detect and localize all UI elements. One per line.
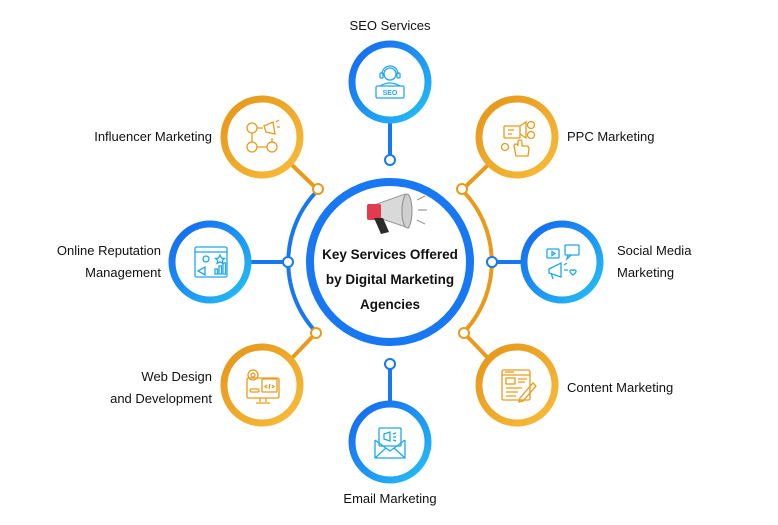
- label-social-line-2: Marketing: [617, 265, 675, 280]
- center-title-line-2: by Digital Marketing: [325, 272, 455, 287]
- label-web: Web Design and Development: [110, 366, 212, 410]
- center-ring: [306, 178, 474, 346]
- label-ppc-line-1: PPC Marketing: [567, 129, 655, 144]
- content-writing-icon: [501, 369, 537, 403]
- service-content: [475, 343, 559, 427]
- junction-nodes: [282, 154, 498, 370]
- megaphone-icon: [367, 193, 427, 234]
- social-media-icon: [546, 244, 580, 280]
- label-social-line-1: Social Media: [617, 243, 692, 258]
- center-title: Key Services Offered by Digital Marketin…: [310, 242, 470, 317]
- label-reputation-line-1: Online Reputation: [56, 243, 161, 258]
- center-title-line-3: Agencies: [359, 297, 421, 312]
- node-seo: [384, 154, 396, 166]
- label-reputation-line-2: Management: [85, 265, 161, 280]
- service-seo: SEO: [348, 40, 432, 124]
- email-megaphone-icon: [374, 427, 406, 459]
- label-email-line-1: Email Marketing: [343, 491, 437, 506]
- node-social: [486, 256, 498, 268]
- label-seo-line-1: SEO Services: [349, 18, 431, 33]
- seo-badge: SEO: [383, 90, 398, 97]
- service-ppc: [475, 95, 559, 179]
- label-content-line-1: Content Marketing: [567, 380, 674, 395]
- node-reputation: [282, 256, 294, 268]
- node-ppc: [456, 183, 468, 195]
- label-ppc: PPC Marketing: [567, 126, 654, 148]
- label-seo: SEO Services: [350, 15, 431, 37]
- label-web-line-2: and Development: [110, 391, 212, 406]
- node-email: [384, 358, 396, 370]
- label-social: Social Media Marketing: [617, 240, 691, 284]
- service-web: [220, 343, 304, 427]
- node-web: [310, 327, 322, 339]
- label-reputation: Online Reputation Management: [57, 240, 161, 284]
- service-reputation: [168, 220, 252, 304]
- service-email: [348, 400, 432, 484]
- ppc-click-icon: [500, 120, 536, 157]
- influencer-network-icon: [246, 119, 280, 153]
- web-development-icon: [246, 369, 280, 404]
- seo-support-icon: [375, 65, 405, 99]
- center-title-line-1: Key Services Offered: [322, 247, 458, 262]
- label-content: Content Marketing: [567, 377, 673, 399]
- node-content: [458, 327, 470, 339]
- label-email: Email Marketing: [343, 488, 436, 510]
- label-influencer: Influencer Marketing: [94, 126, 212, 148]
- service-influencer: [220, 95, 304, 179]
- label-web-line-1: Web Design: [141, 369, 212, 384]
- service-social: [520, 220, 604, 304]
- reputation-analytics-icon: [194, 246, 228, 278]
- label-influencer-line-1: Influencer Marketing: [94, 129, 212, 144]
- node-influencer: [312, 183, 324, 195]
